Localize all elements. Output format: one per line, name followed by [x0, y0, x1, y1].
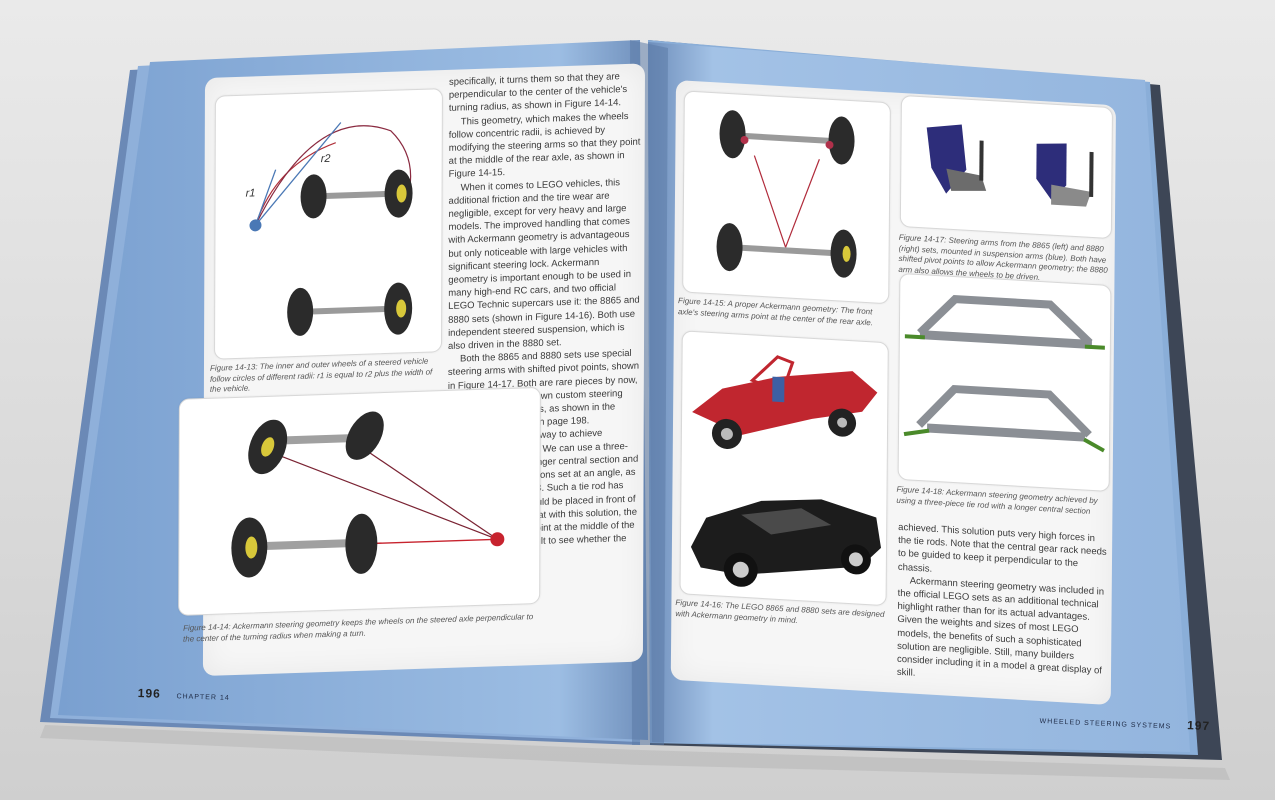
right-page-body-text: achieved. This solution puts very high f… — [897, 521, 1108, 691]
right-page-number: 197 — [1186, 718, 1211, 734]
figure-14-18-tie-rods — [903, 295, 1105, 453]
left-paragraph-2: This geometry, which makes the wheels fo… — [448, 110, 641, 181]
figure-14-18-box — [897, 272, 1112, 493]
radius-label-r2: r2 — [320, 152, 331, 166]
figure-14-15-diagram — [716, 110, 857, 278]
left-page-number: 196 — [137, 686, 162, 701]
figure-14-16-cars — [690, 355, 882, 587]
left-paragraph-3: When it comes to LEGO vehicles, this add… — [448, 176, 640, 353]
figure-14-17-box — [899, 94, 1113, 240]
right-page-panel: Figure 14-15: A proper Ackermann geometr… — [670, 80, 1116, 706]
figure-14-15-box — [682, 90, 891, 305]
figure-14-13-diagram — [249, 122, 413, 336]
left-page-panel: r1 r2 Figure 14-13: The inner and outer … — [178, 63, 645, 677]
figure-14-16-box — [679, 330, 889, 607]
left-chapter-label: CHAPTER 14 — [176, 693, 230, 702]
radius-label-r1: r1 — [245, 187, 256, 200]
figure-14-14-box — [178, 386, 541, 616]
figure-14-17-parts — [926, 124, 1094, 207]
figure-14-14-diagram — [231, 411, 505, 578]
figure-14-14-caption: Figure 14-14: Ackermann steering geometr… — [183, 612, 534, 644]
figure-14-13-box: r1 r2 — [214, 88, 443, 360]
figure-14-13-caption: Figure 14-13: The inner and outer wheels… — [209, 356, 433, 394]
right-paragraph-2: Ackermann steering geometry was included… — [896, 575, 1105, 680]
left-page-footer: 196 CHAPTER 14 — [138, 686, 230, 703]
left-paragraph-1: specifically, it turns them so that they… — [448, 71, 628, 115]
